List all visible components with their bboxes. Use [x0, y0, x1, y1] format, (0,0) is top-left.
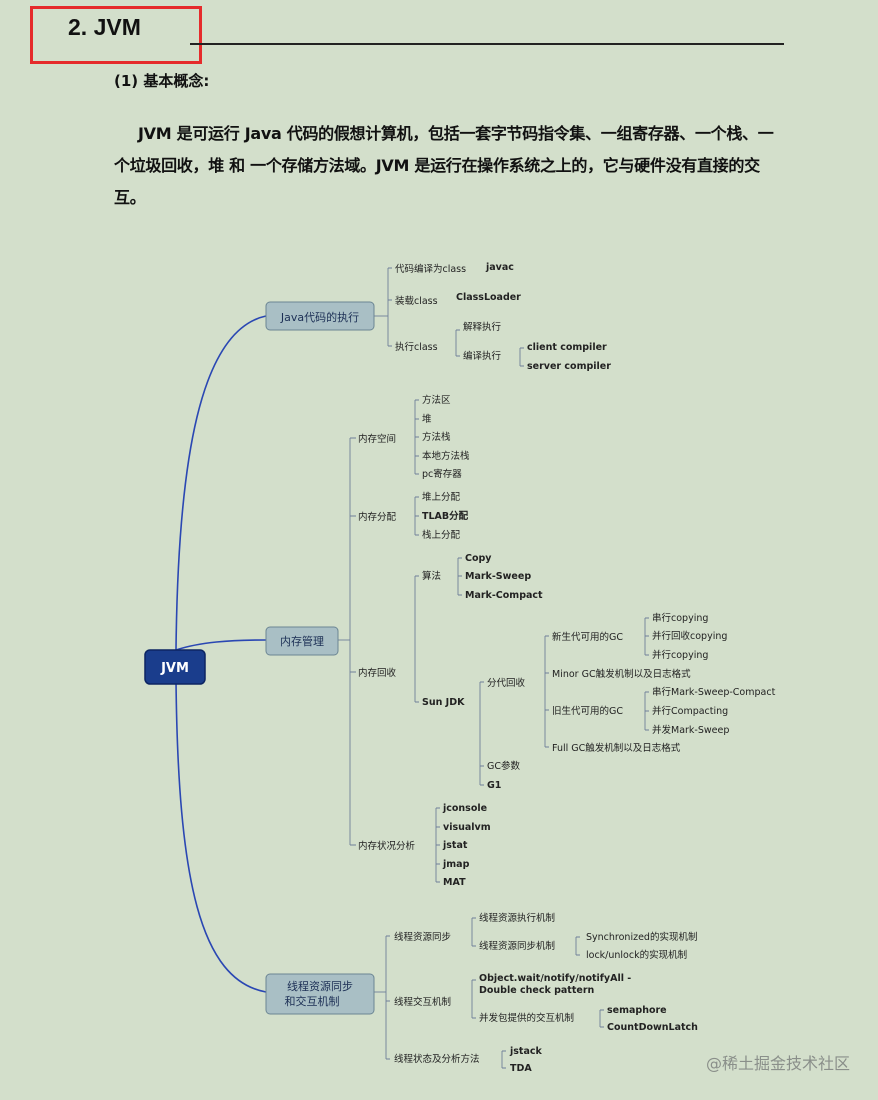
- gen-label: 分代回收: [487, 677, 526, 689]
- tool-item: MAT: [443, 877, 466, 888]
- tool-item: jstat: [442, 840, 468, 851]
- root-node: [144, 649, 206, 685]
- body-paragraph: JVM 是可运行 Java 代码的假想计算机，包括一套字节码指令集、一组寄存器、…: [114, 124, 774, 207]
- young-item: 并行copying: [652, 649, 708, 661]
- young-item: 并行回收copying: [652, 630, 727, 642]
- exec-label: Java代码的执行: [280, 310, 359, 324]
- algo-item: Copy: [465, 553, 492, 564]
- tool-item: jconsole: [442, 803, 487, 814]
- alloc-label: 内存分配: [358, 511, 397, 523]
- old-label: 旧生代可用的GC: [552, 705, 623, 717]
- countdownlatch-label: CountDownLatch: [607, 1022, 698, 1033]
- jstack-label: jstack: [509, 1046, 542, 1057]
- gc-label: 内存回收: [358, 667, 397, 679]
- sync-mech-label: 线程资源同步机制: [479, 940, 555, 952]
- heading-rule: [190, 43, 784, 45]
- monitor-label: 内存状况分析: [358, 840, 416, 852]
- highlight-box: [30, 6, 202, 64]
- classloader-label: ClassLoader: [456, 292, 521, 303]
- gc-param-label: GC参数: [487, 760, 520, 772]
- main-branches: [175, 315, 267, 993]
- sub-branches: [338, 267, 649, 1069]
- interact-label: 线程交互机制: [394, 996, 451, 1008]
- run-label: 执行class: [395, 341, 438, 353]
- sunjdk-label: Sun JDK: [422, 697, 465, 708]
- compiled-label: 编译执行: [463, 350, 502, 362]
- javac-label: javac: [485, 262, 514, 273]
- space-item: 方法区: [422, 394, 451, 406]
- section-heading: 2. JVM: [68, 14, 141, 40]
- server-compiler-label: server compiler: [527, 361, 611, 372]
- semaphore-label: semaphore: [607, 1005, 667, 1016]
- exec-node: [265, 301, 375, 331]
- interp-label: 解释执行: [463, 321, 502, 333]
- root-label: JVM: [160, 661, 189, 676]
- sync-exec-label: 线程资源执行机制: [479, 912, 555, 924]
- synchronized-label: Synchronized的实现机制: [586, 931, 697, 943]
- load-label: 装载class: [395, 295, 438, 307]
- concurrent-label: 并发包提供的交互机制: [479, 1012, 574, 1024]
- old-item: 串行Mark-Sweep-Compact: [652, 686, 776, 698]
- algo-item: Mark-Sweep: [465, 571, 531, 582]
- client-compiler-label: client compiler: [527, 342, 607, 353]
- tool-item: jmap: [442, 859, 470, 870]
- space-label: 内存空间: [358, 433, 396, 445]
- thread-label-1: 线程资源同步: [287, 979, 353, 993]
- old-item: 并行Compacting: [652, 705, 728, 717]
- status-label: 线程状态及分析方法: [394, 1053, 480, 1065]
- alloc-item: 栈上分配: [422, 529, 461, 541]
- lock-label: lock/unlock的实现机制: [586, 949, 687, 961]
- space-item: 方法栈: [422, 431, 451, 443]
- g1-label: G1: [487, 780, 501, 791]
- sync-label: 线程资源同步: [394, 931, 451, 943]
- young-item: 串行copying: [652, 612, 708, 624]
- tool-item: visualvm: [443, 822, 491, 833]
- tda-label: TDA: [510, 1063, 532, 1074]
- thread-node: [265, 973, 375, 1015]
- watermark: @稀土掘金技术社区: [705, 1054, 850, 1073]
- alloc-item: TLAB分配: [422, 510, 469, 522]
- subheading: (1) 基本概念:: [114, 72, 210, 90]
- minor-gc-label: Minor GC触发机制以及日志格式: [552, 668, 691, 680]
- full-gc-label: Full GC触发机制以及日志格式: [552, 742, 681, 754]
- algo-label: 算法: [422, 570, 441, 582]
- old-item: 并发Mark-Sweep: [652, 724, 729, 736]
- alloc-item: 堆上分配: [422, 492, 461, 503]
- thread-label-2: 和交互机制: [285, 994, 340, 1008]
- wait-label-1: Object.wait/notify/notifyAll -: [479, 973, 631, 984]
- mem-node: [265, 626, 339, 656]
- compile-label: 代码编译为class: [395, 263, 466, 275]
- space-item: 堆: [422, 414, 432, 425]
- space-item: 本地方法栈: [422, 450, 470, 462]
- mem-label: 内存管理: [280, 634, 324, 648]
- young-label: 新生代可用的GC: [552, 631, 623, 643]
- wait-label-2: Double check pattern: [479, 985, 594, 996]
- space-item: pc寄存器: [422, 468, 462, 480]
- algo-item: Mark-Compact: [465, 590, 543, 601]
